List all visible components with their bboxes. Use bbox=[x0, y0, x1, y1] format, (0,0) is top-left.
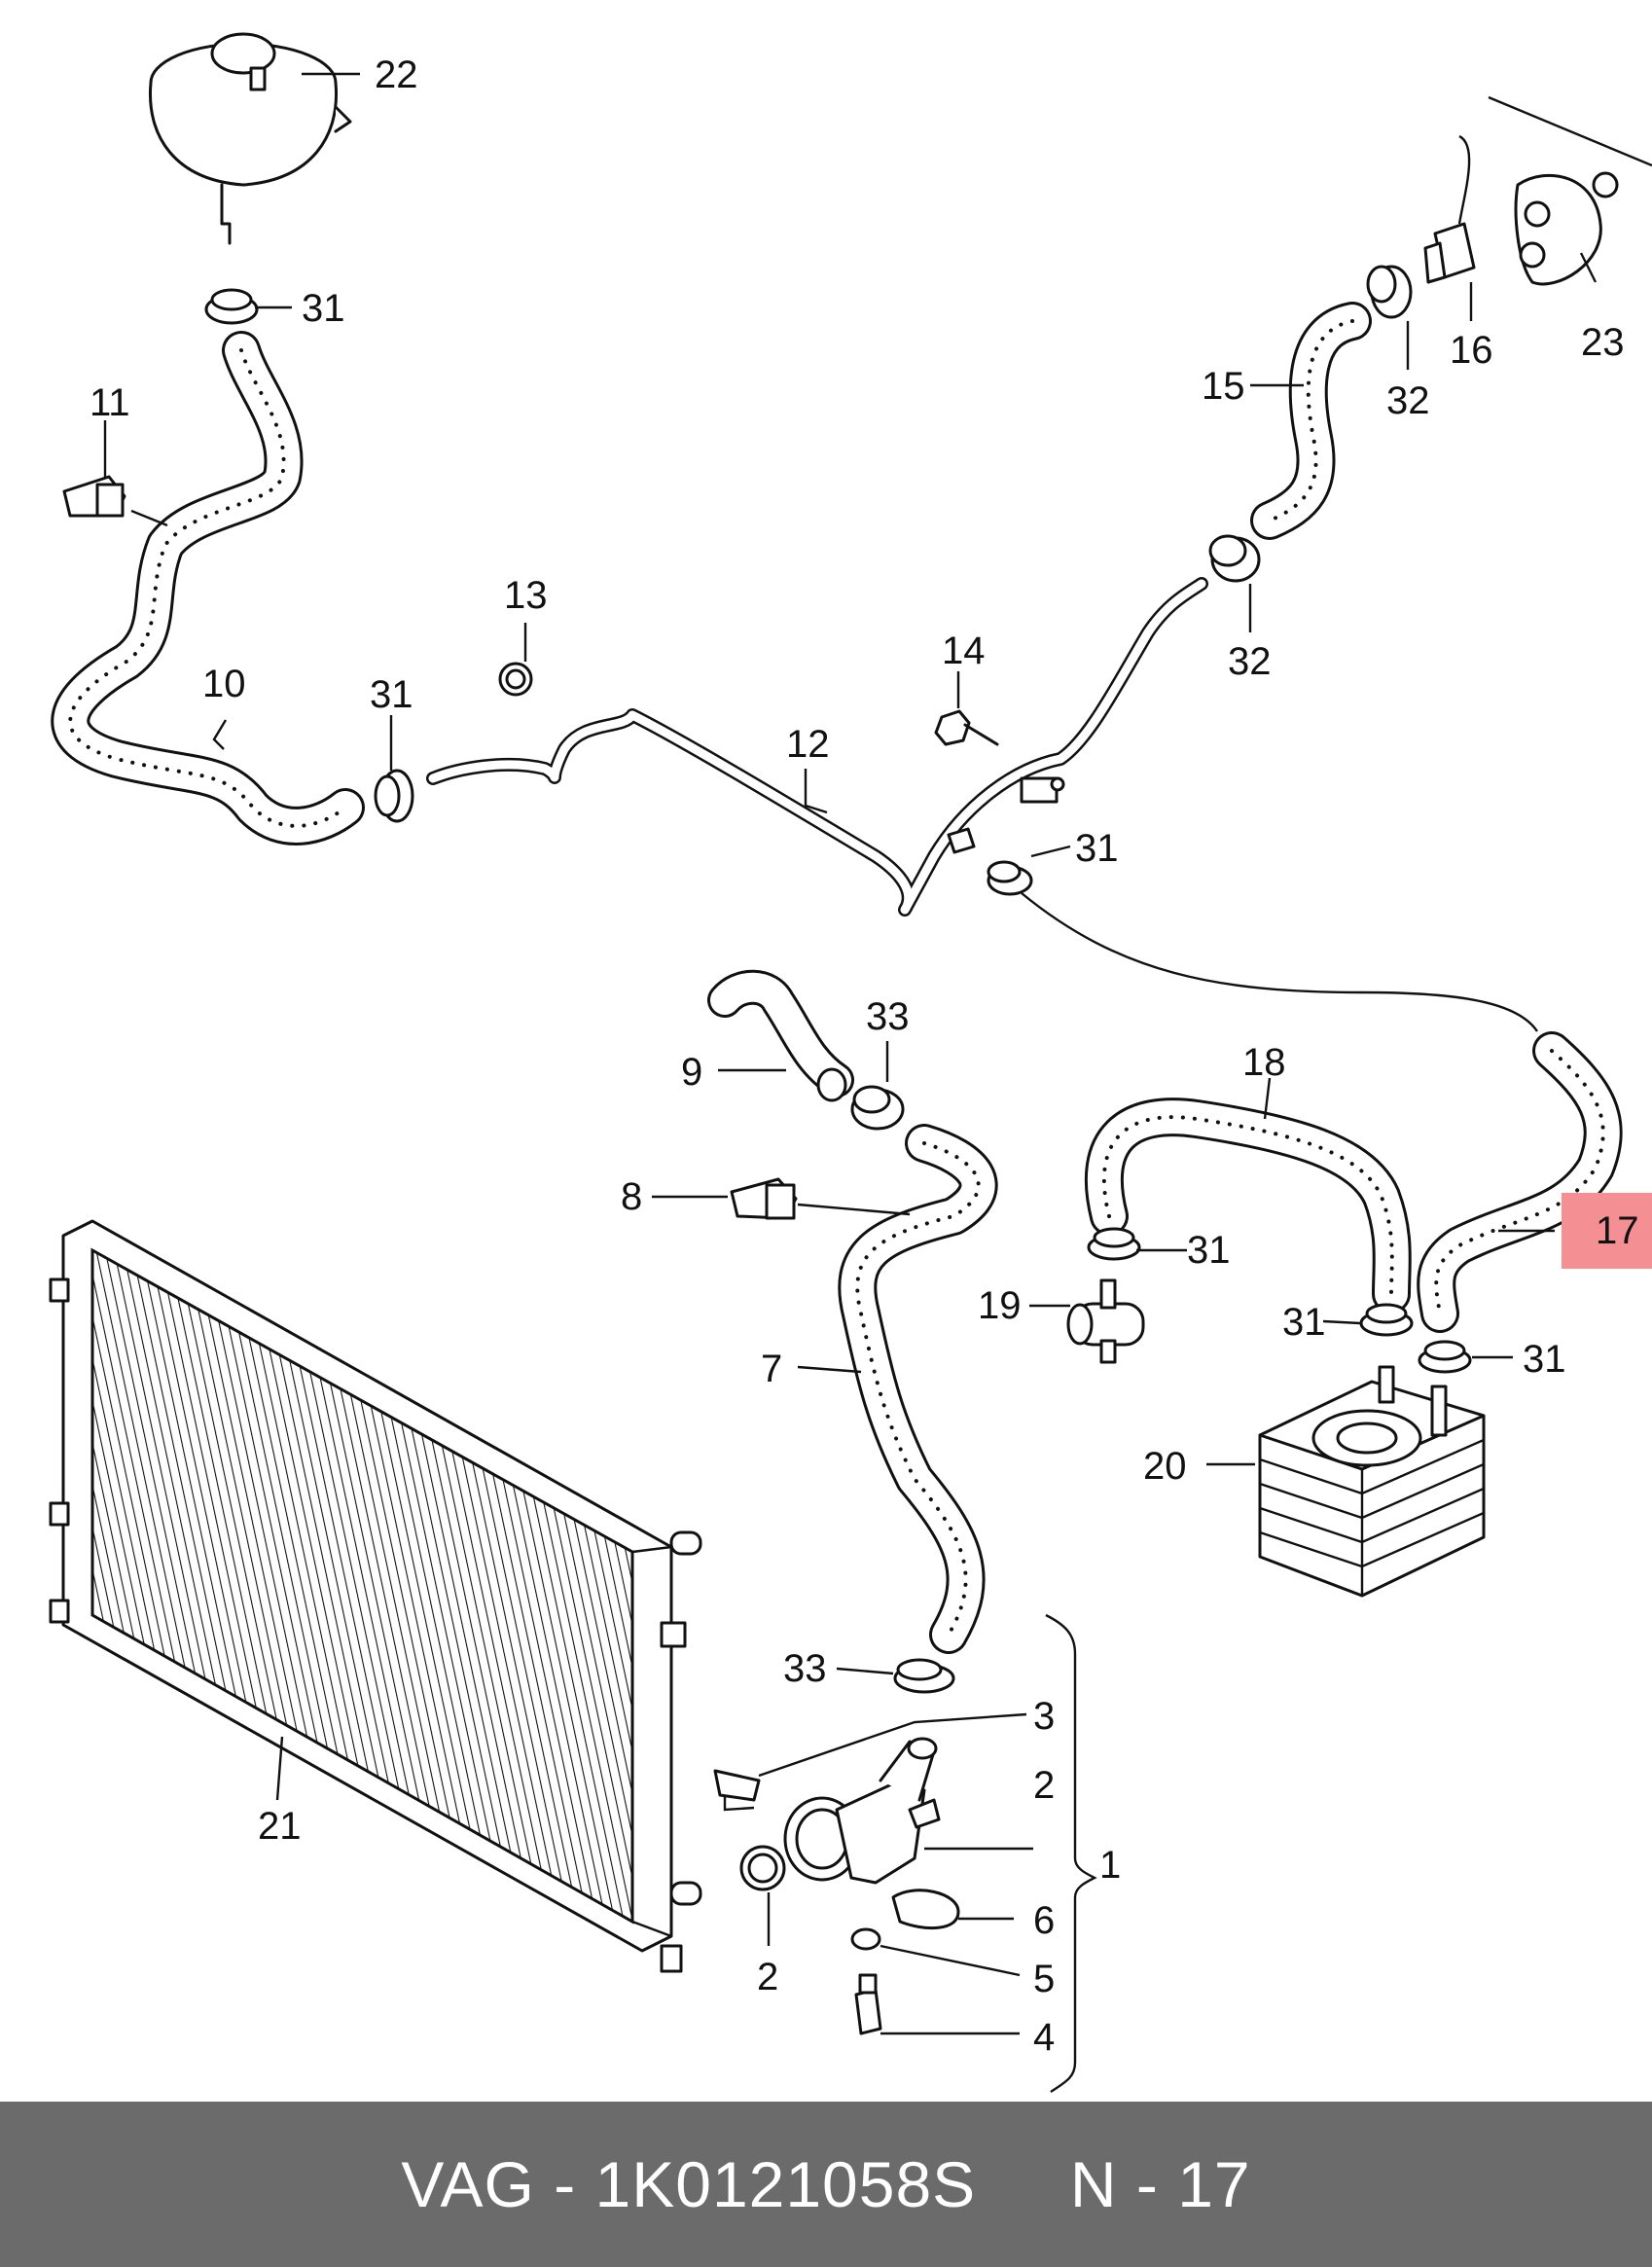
label-32-b: 32 bbox=[1228, 640, 1272, 683]
expansion-tank bbox=[148, 32, 352, 245]
label-33-b: 33 bbox=[783, 1647, 827, 1690]
label-6: 6 bbox=[1033, 1899, 1055, 1942]
label-15: 15 bbox=[1202, 365, 1245, 408]
clamp-31-hose18-top bbox=[1087, 1227, 1141, 1261]
thermostat-housing-23 bbox=[1457, 95, 1652, 286]
label-31-c: 31 bbox=[1075, 827, 1119, 870]
clamp-33-top bbox=[850, 1085, 905, 1131]
label-31-a: 31 bbox=[302, 287, 345, 330]
radiator-21 bbox=[49, 1219, 702, 1973]
hose-17 bbox=[1417, 1031, 1623, 1333]
label-31-b: 31 bbox=[370, 673, 413, 716]
highlight-box bbox=[1562, 1193, 1652, 1269]
leader-lines bbox=[103, 72, 1598, 2035]
label-31-d: 31 bbox=[1187, 1229, 1231, 1272]
label-5: 5 bbox=[1033, 1958, 1055, 2000]
hose-18 bbox=[1084, 1098, 1412, 1313]
callouts: 22 31 11 10 31 13 12 14 31 15 32 32 16 2… bbox=[90, 54, 1639, 2059]
pipe-12 bbox=[426, 577, 1208, 917]
label-10: 10 bbox=[202, 663, 246, 705]
label-14: 14 bbox=[942, 630, 986, 672]
hose-7 bbox=[838, 1124, 998, 1654]
label-20: 20 bbox=[1143, 1445, 1187, 1488]
label-33-a: 33 bbox=[866, 995, 910, 1038]
label-19: 19 bbox=[978, 1284, 1022, 1327]
clamp-33-bottom bbox=[893, 1658, 955, 1694]
label-2-a: 2 bbox=[1033, 1764, 1055, 1807]
sensor-16 bbox=[1423, 222, 1476, 284]
group-bracket bbox=[1045, 1613, 1097, 2093]
label-3: 3 bbox=[1033, 1695, 1055, 1738]
label-11: 11 bbox=[90, 381, 130, 424]
label-21: 21 bbox=[258, 1805, 302, 1848]
clamp-32-mid bbox=[1208, 534, 1261, 583]
connector-8 bbox=[730, 1177, 798, 1220]
hose-expansion-tank bbox=[51, 331, 365, 846]
label-18: 18 bbox=[1242, 1041, 1286, 1084]
footer-bar: VAG - 1K0121058S N - 17 bbox=[0, 2102, 1652, 2267]
coolant-flange-group bbox=[713, 1737, 960, 2035]
connector-11 bbox=[62, 475, 126, 518]
label-17: 17 bbox=[1596, 1209, 1639, 1252]
label-31-e: 31 bbox=[1282, 1301, 1326, 1344]
leader-thin-hose bbox=[1021, 892, 1538, 1032]
label-7: 7 bbox=[761, 1348, 782, 1390]
label-1: 1 bbox=[1099, 1844, 1121, 1887]
pipe-9 bbox=[707, 969, 854, 1102]
footer-part-number: VAG - 1K0121058S N - 17 bbox=[401, 2148, 1251, 2220]
label-23: 23 bbox=[1581, 321, 1625, 364]
label-31-f: 31 bbox=[1523, 1338, 1566, 1381]
clamp-31-pipe bbox=[987, 860, 1033, 896]
label-4: 4 bbox=[1033, 2016, 1055, 2059]
label-12: 12 bbox=[786, 723, 830, 766]
parts-diagram: 22 31 11 10 31 13 12 14 31 15 32 32 16 2… bbox=[49, 32, 1652, 2093]
clamp-32-top bbox=[1366, 265, 1413, 319]
label-2-b: 2 bbox=[757, 1956, 778, 1998]
hose-15 bbox=[1250, 302, 1372, 540]
o-ring-13 bbox=[498, 662, 533, 697]
label-8: 8 bbox=[621, 1175, 642, 1218]
clamp-31-hose10 bbox=[374, 769, 414, 823]
clamp-31-hose18-bottom bbox=[1359, 1303, 1414, 1337]
clamp-31-tank bbox=[204, 288, 259, 325]
oil-cooler-20 bbox=[1258, 1365, 1486, 1598]
label-9: 9 bbox=[681, 1051, 702, 1094]
clamp-31-hose17-bottom bbox=[1418, 1340, 1472, 1374]
t-piece-19 bbox=[1066, 1278, 1145, 1364]
bolt-14 bbox=[934, 709, 999, 746]
label-13: 13 bbox=[504, 574, 548, 617]
label-16: 16 bbox=[1450, 329, 1493, 372]
label-22: 22 bbox=[375, 54, 418, 96]
label-32-a: 32 bbox=[1386, 379, 1430, 422]
